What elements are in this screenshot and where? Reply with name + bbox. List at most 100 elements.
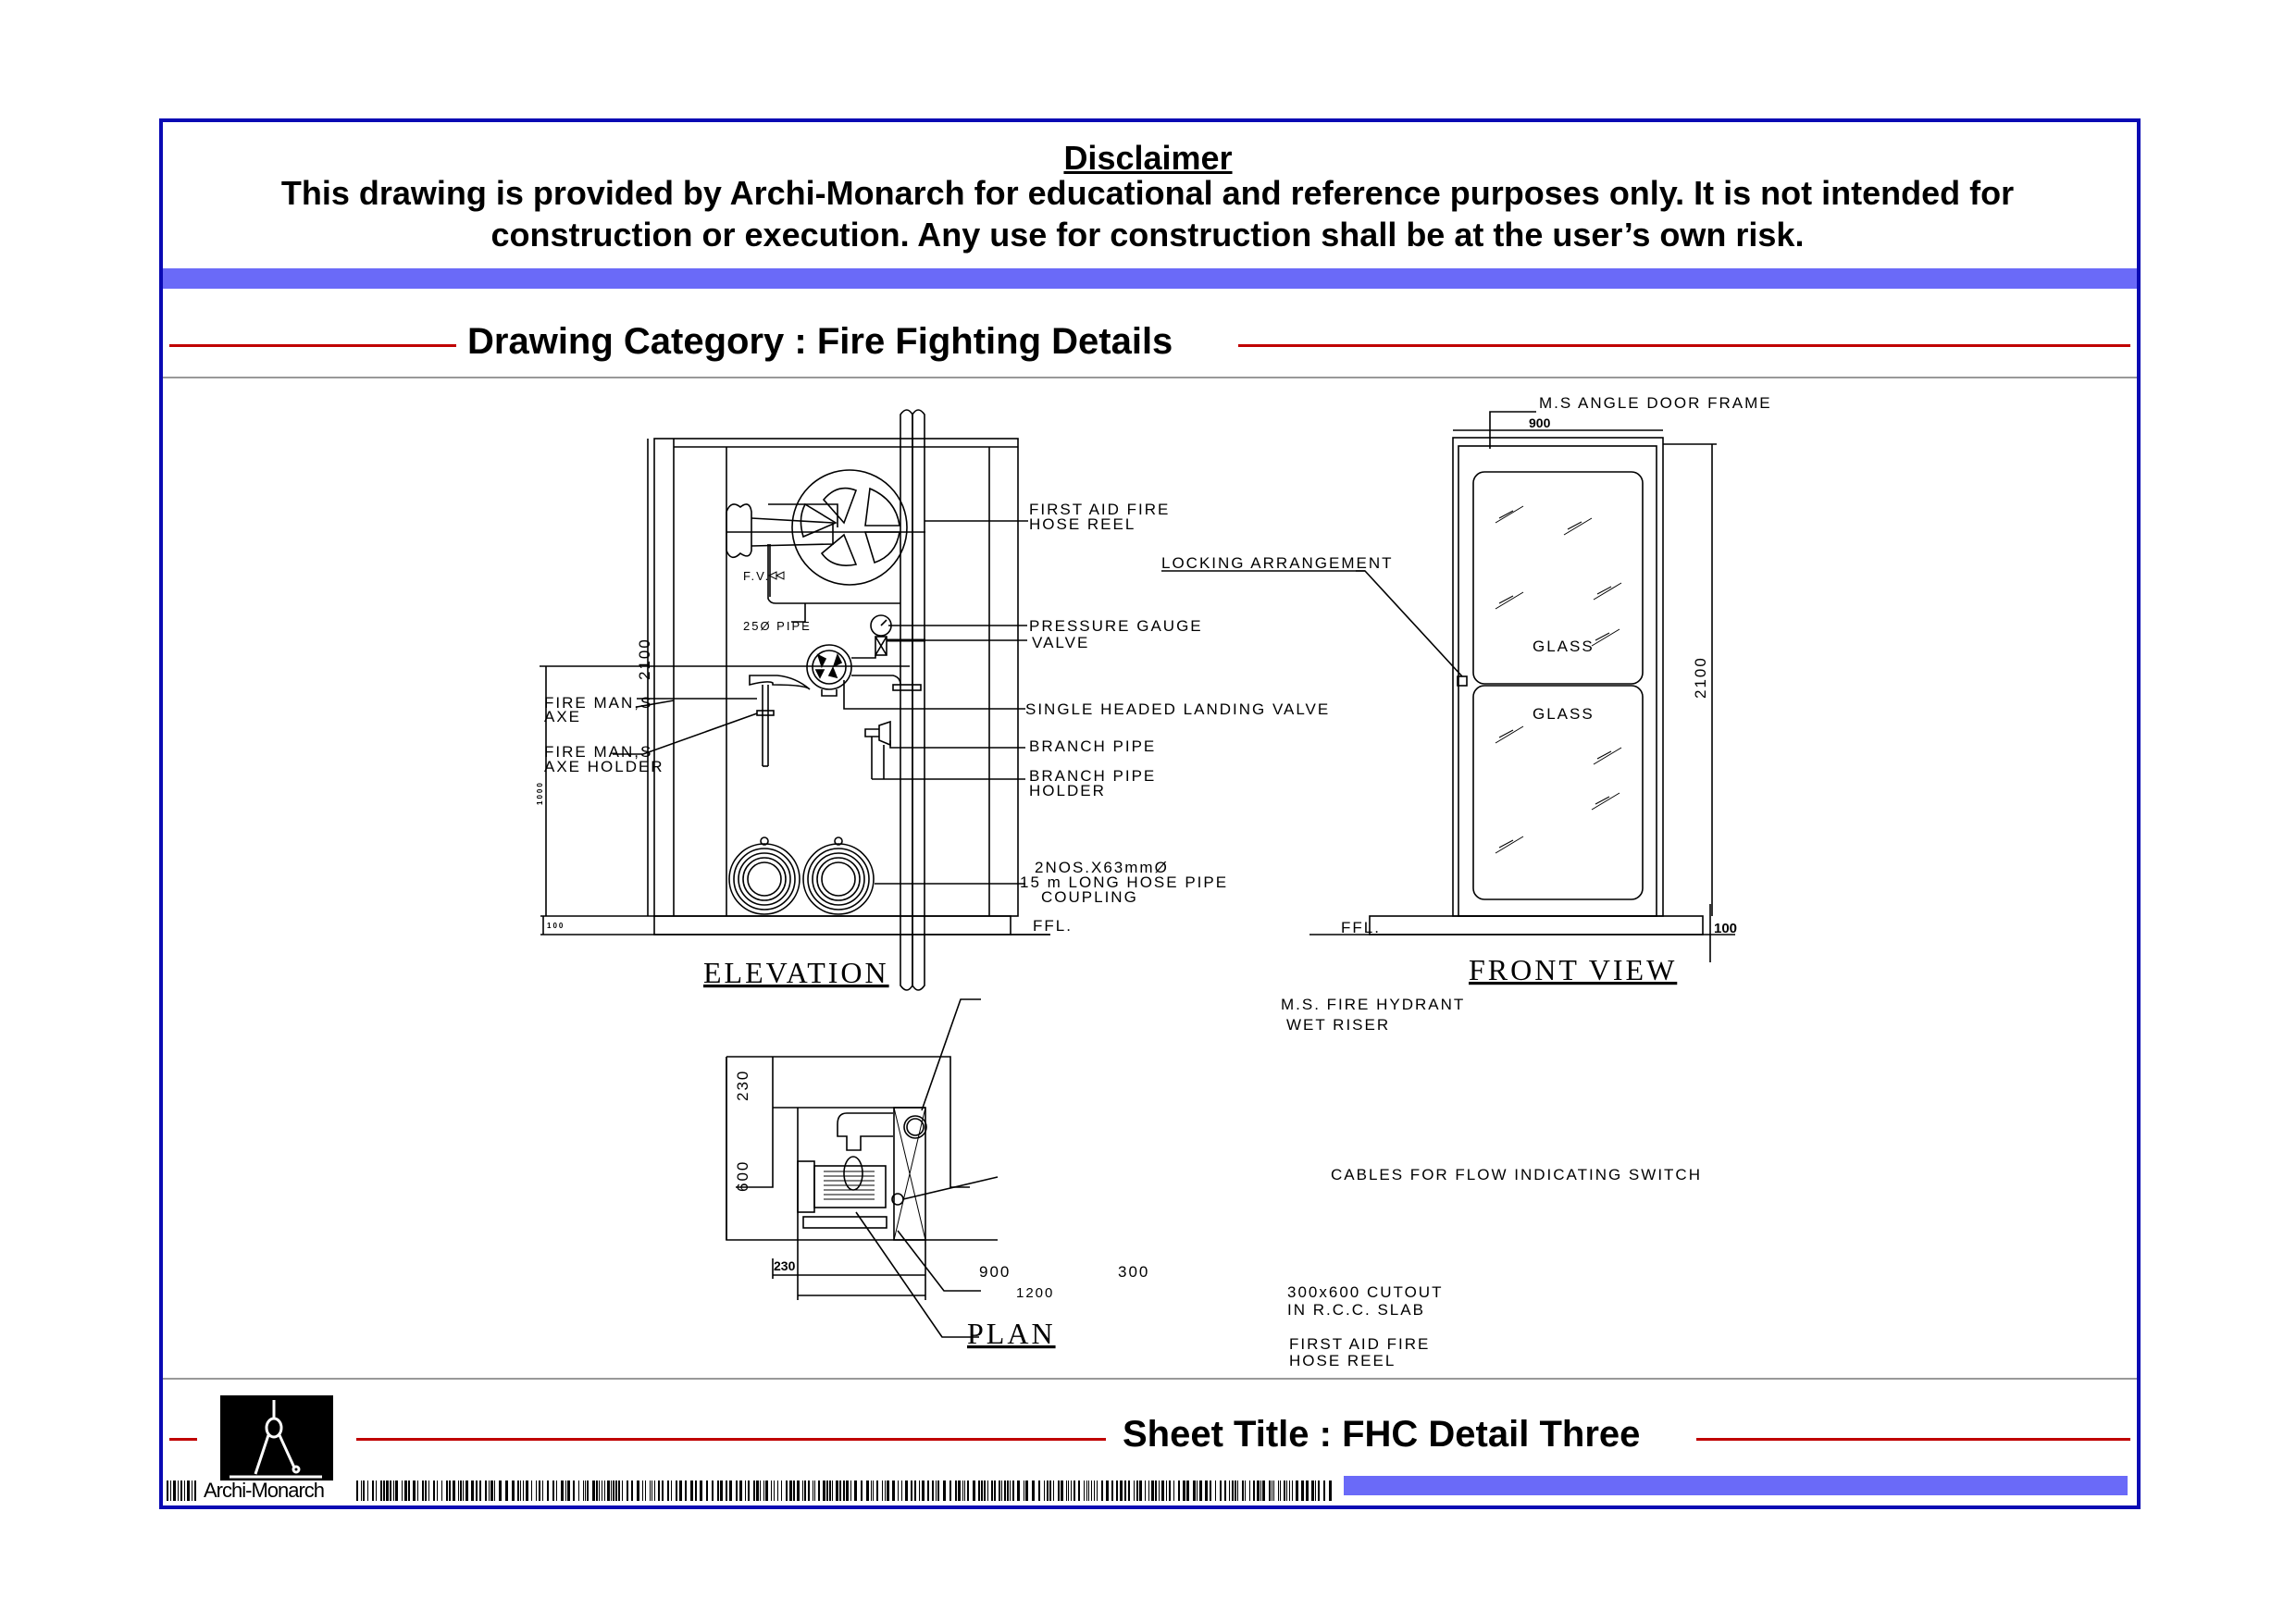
barcode-bar [1286, 1481, 1287, 1501]
barcode-bar [1220, 1481, 1222, 1501]
label-door-frame: M.S ANGLE DOOR FRAME [1539, 394, 1772, 412]
barcode-bar [596, 1481, 598, 1501]
barcode-bar [832, 1481, 833, 1501]
barcode-bar [654, 1481, 655, 1501]
sheet-rule-middle [356, 1438, 1106, 1441]
barcode-bar [618, 1481, 620, 1501]
plan-drawing [726, 998, 999, 1338]
dim-600-text: 600 [734, 1160, 751, 1192]
label-branch-pipe-holder-2: HOLDER [1029, 782, 1106, 799]
label-locking: LOCKING ARRANGEMENT [1161, 554, 1394, 572]
hose-reel-wheel [791, 469, 908, 586]
barcode-bar [823, 1481, 825, 1501]
label-ffl-elevation: FFL. [1033, 917, 1073, 935]
dim-230-bottom-text: 230 [774, 1258, 796, 1273]
brand-name: Archi-Monarch [204, 1479, 325, 1502]
barcode-bar [1007, 1481, 1009, 1501]
barcode-bar [1229, 1481, 1230, 1501]
barcode-bar [1249, 1481, 1250, 1501]
barcode-bar [706, 1481, 708, 1501]
barcode-bar [1151, 1481, 1154, 1501]
barcode-bar [829, 1481, 831, 1501]
barcode-bar [726, 1481, 727, 1501]
label-wet-riser-2: WET RISER [1286, 1016, 1390, 1034]
barcode-bar [650, 1481, 651, 1501]
barcode-bar [1260, 1481, 1261, 1501]
barcode-bar [1289, 1481, 1290, 1501]
barcode-bar [695, 1481, 697, 1501]
barcode-bar [1049, 1481, 1051, 1501]
barcode-bar [611, 1481, 612, 1501]
barcode-bar [460, 1481, 462, 1501]
dim-1200-text: 1200 [1016, 1285, 1054, 1301]
barcode-bar [604, 1481, 605, 1501]
barcode-bar [808, 1481, 810, 1501]
barcode-bar [1306, 1481, 1309, 1501]
barcode-bar [658, 1481, 660, 1501]
barcode-bar [433, 1481, 435, 1501]
front-floor-plinth [1369, 915, 1704, 935]
barcode-bar [1235, 1481, 1236, 1501]
barcode-bar [1116, 1481, 1118, 1501]
barcode-bar [994, 1481, 996, 1501]
barcode-bar [919, 1481, 920, 1501]
barcode-bar [376, 1481, 377, 1501]
barcode-bar [523, 1481, 524, 1501]
sheet-rule-left-stub [169, 1438, 197, 1441]
barcode-bar [984, 1481, 986, 1501]
barcode-bar [1053, 1481, 1054, 1501]
barcode-bar [520, 1481, 521, 1501]
barcode-bar [804, 1481, 806, 1501]
barcode-bar [936, 1481, 937, 1501]
barcode-bar [927, 1481, 929, 1501]
barcode-bar [717, 1481, 719, 1501]
label-glass-lower: GLASS [1533, 705, 1595, 723]
barcode-bar [1094, 1481, 1095, 1501]
barcode-bar [1088, 1481, 1089, 1501]
barcode-bar [367, 1481, 368, 1501]
barcode-bar [1012, 1481, 1014, 1501]
barcode-bar [1091, 1481, 1092, 1501]
elevation-drawing [540, 409, 1050, 991]
riser-pipe-2 [912, 409, 925, 991]
barcode-bar [642, 1481, 643, 1501]
barcode-bar [839, 1481, 841, 1501]
barcode-bar [1074, 1481, 1075, 1501]
barcode-bar [1101, 1481, 1103, 1501]
barcode-bar [1136, 1481, 1138, 1501]
barcode-bar [850, 1481, 851, 1501]
label-branch-pipe-holder-1: BRANCH PIPE [1029, 767, 1156, 785]
barcode-bar [599, 1481, 600, 1501]
label-axe-1: FIRE MAN,S [544, 694, 652, 712]
label-ffl-front: FFL. [1341, 919, 1381, 936]
dim-100-front-text: 100 [1714, 921, 1737, 936]
barcode-bar [1224, 1481, 1226, 1501]
header-divider [163, 377, 2137, 378]
barcode-bar [413, 1481, 416, 1501]
dim-1000-text: 1000 [536, 781, 544, 805]
barcode-bar [425, 1481, 427, 1501]
barcode-bar [476, 1481, 478, 1501]
label-branch-pipe: BRANCH PIPE [1029, 737, 1156, 755]
dim-230-text: 230 [734, 1070, 751, 1101]
barcode-bar [607, 1481, 610, 1501]
barcode-bar [1278, 1481, 1279, 1501]
barcode-bar [905, 1481, 908, 1501]
barcode-bar [1066, 1481, 1067, 1501]
barcode-bar [771, 1481, 772, 1501]
barcode-bar [1134, 1481, 1135, 1501]
label-25-pipe: 25Ø PIPE [743, 619, 812, 633]
barcode-bar [1232, 1481, 1234, 1501]
barcode-bar [1004, 1481, 1006, 1501]
barcode-bar [395, 1481, 398, 1501]
barcode-bar [1032, 1481, 1035, 1501]
barcode-bar [763, 1481, 764, 1501]
barcode-bar [814, 1481, 815, 1501]
wet-riser [903, 1115, 927, 1139]
barcode-bar [1178, 1481, 1180, 1501]
disclaimer-text: This drawing is provided by Archi-Monarc… [280, 174, 2015, 254]
barcode-bar [536, 1481, 537, 1501]
barcode-bar [1061, 1481, 1063, 1501]
footer-band [1344, 1476, 2128, 1495]
barcode-bar [542, 1481, 543, 1501]
